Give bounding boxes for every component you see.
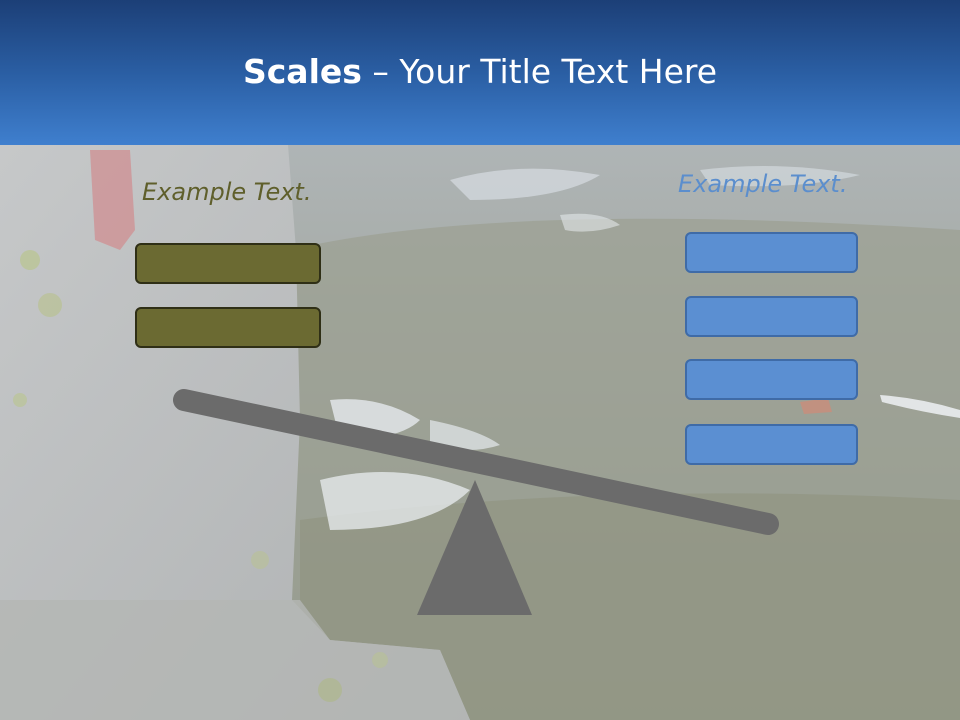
left-weight-box-1[interactable]	[135, 243, 321, 284]
header-bar: Scales – Your Title Text Here	[0, 0, 960, 145]
right-weight-box-4[interactable]	[685, 424, 858, 465]
slide-title: Scales – Your Title Text Here	[0, 52, 960, 91]
left-weight-box-2[interactable]	[135, 307, 321, 348]
title-bold-word: Scales	[242, 52, 362, 91]
title-text: – Your Title Text Here	[361, 52, 718, 91]
scale-fulcrum[interactable]	[417, 480, 532, 615]
scale-beam[interactable]	[173, 389, 779, 535]
left-example-label: Example Text.	[142, 178, 312, 206]
right-weight-box-1[interactable]	[685, 232, 858, 273]
right-example-label: Example Text.	[678, 170, 848, 198]
right-weight-box-3[interactable]	[685, 359, 858, 400]
right-weight-box-2[interactable]	[685, 296, 858, 337]
